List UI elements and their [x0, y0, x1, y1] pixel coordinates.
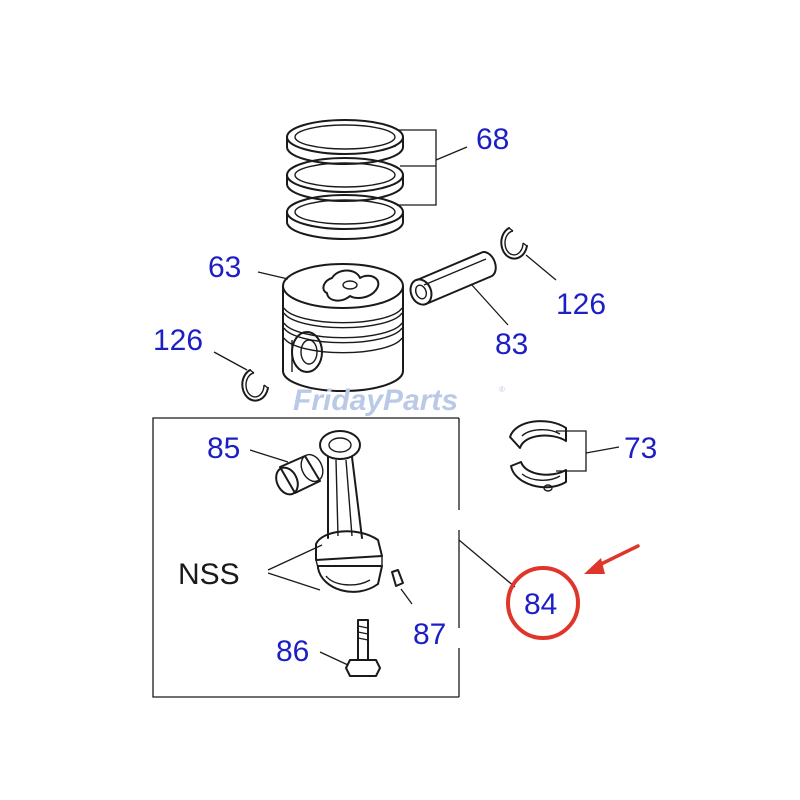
rod-bolt — [345, 619, 381, 677]
dowel-pin — [391, 569, 404, 587]
callout-84: 84 — [524, 588, 557, 621]
bushing-leader — [249, 449, 289, 463]
watermark-registered-mark: ® — [499, 385, 505, 394]
piston-pin — [409, 250, 497, 306]
piston-rings — [286, 119, 404, 240]
callout-86: 86 — [276, 635, 309, 668]
snap-ring-upper-leader — [525, 254, 557, 281]
watermark-logo: FridayParts ® — [293, 384, 505, 417]
connecting-rod — [315, 430, 383, 593]
highlight-circle-icon — [506, 566, 580, 640]
rings-leader — [398, 129, 468, 206]
bearing-shells — [509, 420, 567, 492]
piston — [282, 263, 404, 392]
snap-ring-lower-leader — [213, 351, 248, 371]
piston-leader — [257, 271, 289, 280]
callout-73: 73 — [624, 432, 657, 465]
pin-leader — [470, 283, 509, 326]
callout-83: 83 — [495, 328, 528, 361]
callout-87: 87 — [413, 618, 446, 651]
callout-126-upper: 126 — [556, 288, 606, 321]
snap-ring-lower — [241, 369, 269, 402]
callout-85: 85 — [207, 432, 240, 465]
bearing-leader — [556, 430, 620, 472]
callout-68: 68 — [476, 123, 509, 156]
small-end-bushing — [275, 453, 324, 496]
bolt-leader — [319, 651, 349, 666]
watermark-text: FridayParts — [293, 384, 458, 417]
connecting-rod-assembly-box — [152, 417, 516, 698]
dowel-leader — [400, 588, 413, 605]
nss-leaders — [267, 544, 323, 591]
red-arrow-icon — [584, 544, 640, 574]
callout-63: 63 — [208, 251, 241, 284]
callout-126-lower: 126 — [153, 324, 203, 357]
nss-label: NSS — [178, 558, 240, 591]
snap-ring-upper — [500, 227, 528, 260]
